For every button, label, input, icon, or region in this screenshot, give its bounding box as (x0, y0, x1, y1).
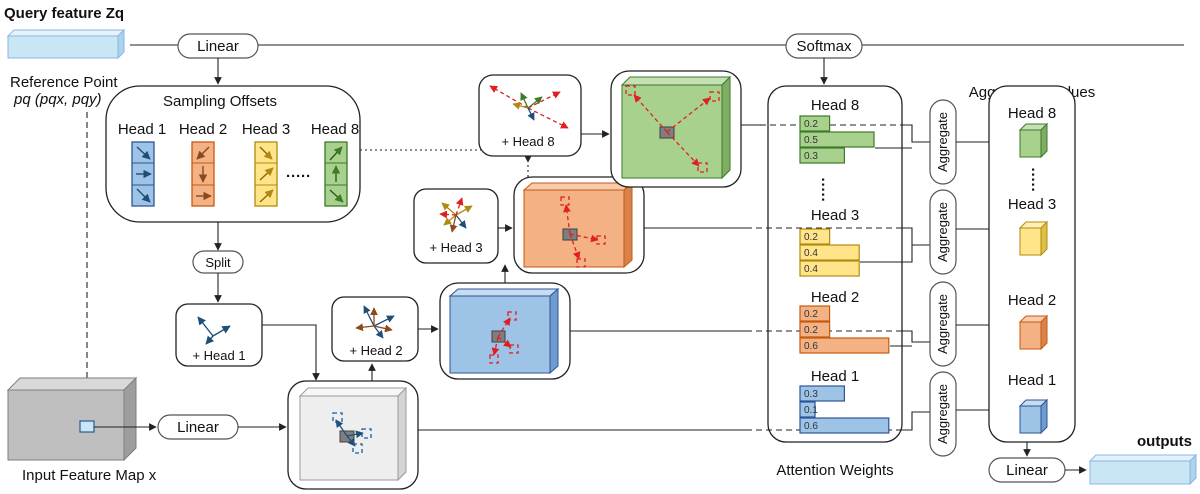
attention-weight-value: 0.4 (804, 264, 818, 275)
attention-head-2-label: Head 2 (811, 289, 859, 306)
offset-head-8-label: Head 8 (311, 121, 359, 138)
input-feature-map (6, 376, 138, 462)
query-feature-label: Query feature Zq (4, 5, 124, 22)
value-map-blue (448, 287, 560, 375)
linear-top-label: Linear (197, 38, 239, 55)
attention-weight-value: 0.5 (804, 135, 818, 146)
attention-bar (799, 337, 890, 354)
aggregated-cube-head-8 (1018, 122, 1049, 159)
aggregate-label: Aggregate (935, 202, 950, 262)
attention-head-2: Head 2 0.2 0.2 0.6 (799, 289, 890, 354)
attention-weight-value: 0.1 (804, 405, 818, 416)
aggregated-head-3-label: Head 3 (1008, 196, 1056, 213)
attention-bar (799, 147, 846, 164)
attention-weight-value: 0.2 (804, 232, 818, 243)
attention-bar (799, 401, 816, 418)
aggregate-label: Aggregate (935, 384, 950, 444)
attention-head-8-label: Head 8 (811, 97, 859, 114)
sampling-offsets-panel (105, 85, 361, 223)
stage-head-8-label: + Head 8 (501, 134, 554, 149)
attention-bar (799, 115, 831, 132)
aggregated-cube-head-3 (1018, 220, 1049, 257)
attention-weight-value: 0.3 (804, 151, 818, 162)
attention-bar (799, 385, 846, 402)
attention-bar (799, 260, 860, 277)
attention-ellipsis: ····· (814, 178, 831, 203)
aggregate-label: Aggregate (935, 112, 950, 172)
attention-bar (799, 244, 860, 261)
softmax-label: Softmax (796, 38, 852, 55)
aggregated-head-8-label: Head 8 (1008, 105, 1056, 122)
value-map-green (620, 75, 732, 180)
offset-column-head-1 (131, 141, 155, 207)
attention-bar (799, 417, 890, 434)
stage-head-3-label: + Head 3 (429, 240, 482, 255)
attention-bar (799, 305, 831, 322)
aggregated-ellipsis: ····· (1024, 168, 1041, 193)
linear-output-label: Linear (1006, 462, 1048, 479)
stage-head-2-label: + Head 2 (349, 343, 402, 358)
value-map-orange (522, 181, 634, 269)
reference-point-title: Reference Point (10, 74, 118, 91)
split-label: Split (205, 255, 231, 270)
attention-head-1: Head 1 0.3 0.1 0.6 (799, 368, 890, 434)
attention-weight-value: 0.2 (804, 325, 818, 336)
value-map-gray (298, 386, 408, 482)
aggregate-3: Aggregate (860, 189, 1007, 275)
aggregated-cube-head-2 (1018, 314, 1049, 351)
aggregate-2: Aggregate (890, 281, 1007, 367)
stage-head-3-arrows-icon (439, 197, 473, 233)
aggregated-values-panel (988, 85, 1076, 443)
outputs-label: outputs (1137, 433, 1192, 450)
offset-head-2-label: Head 2 (179, 121, 227, 138)
attention-weight-value: 0.6 (804, 421, 818, 432)
offset-head-1-label: Head 1 (118, 121, 166, 138)
attention-head-3: Head 3 0.2 0.4 0.4 (799, 207, 860, 277)
query-feature-bar (6, 28, 126, 60)
stage-head-8-arrows-icon (489, 85, 569, 129)
attention-bar (799, 321, 831, 338)
attention-weights-label: Attention Weights (776, 462, 893, 479)
aggregated-head-2-label: Head 2 (1008, 292, 1056, 309)
offset-column-head-3 (254, 141, 278, 207)
aggregate-8: Aggregate (875, 99, 1007, 185)
attention-head-1-label: Head 1 (811, 368, 859, 385)
attention-weight-value: 0.6 (804, 341, 818, 352)
stage-head-1-arrows-icon (197, 316, 231, 345)
attention-head-8: Head 8 0.2 0.5 0.3 (799, 97, 875, 164)
offset-column-head-2 (191, 141, 215, 207)
aggregate-label: Aggregate (935, 294, 950, 354)
attention-weight-value: 0.2 (804, 119, 818, 130)
linear-input-label: Linear (177, 419, 219, 436)
aggregated-head-1-label: Head 1 (1008, 372, 1056, 389)
input-feature-map-label: Input Feature Map x (22, 467, 157, 484)
offset-column-head-8 (324, 141, 348, 207)
attention-bar (799, 131, 875, 148)
attention-head-3-label: Head 3 (811, 207, 859, 224)
stage-head-2-arrows-icon (355, 305, 395, 339)
attention-weight-value: 0.4 (804, 248, 818, 259)
attention-weight-value: 0.2 (804, 309, 818, 320)
stage-head-1-label: + Head 1 (192, 348, 245, 363)
aggregated-cube-head-1 (1018, 398, 1049, 435)
attention-bar (799, 228, 831, 245)
reference-point-formula: pq (pqx, pqy) (13, 91, 102, 108)
sampling-offsets-title: Sampling Offsets (163, 93, 277, 110)
aggregate-1: Aggregate (900, 371, 1007, 457)
outputs-bar (1088, 453, 1198, 486)
offset-ellipsis: ····· (286, 168, 311, 185)
offset-head-3-label: Head 3 (242, 121, 290, 138)
attention-weight-value: 0.3 (804, 389, 818, 400)
